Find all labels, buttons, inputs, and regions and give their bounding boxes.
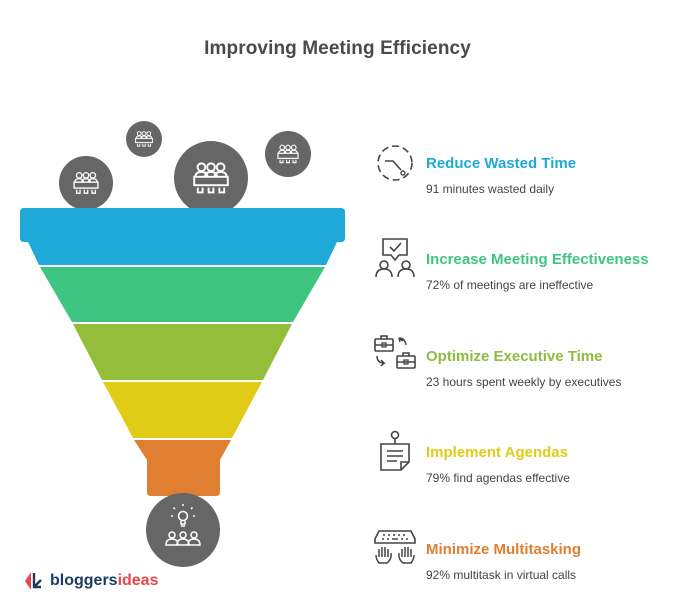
item-heading: Minimize Multitasking	[426, 541, 582, 558]
pinned-note-icon	[380, 430, 410, 471]
lightbulb-icon	[171, 504, 195, 527]
funnel-band-2	[40, 267, 325, 322]
meeting-circle-small-right	[265, 131, 311, 177]
item-description: 23 hours spent weekly by executives	[426, 375, 622, 389]
funnel-band-4	[103, 382, 262, 438]
page-title: Improving Meeting Efficiency	[204, 38, 471, 59]
meeting-circle-small-left	[59, 156, 113, 210]
item-minimize-multitasking: Minimize Multitasking 92% multitask in v…	[373, 527, 673, 587]
briefcase-swap-icon	[374, 335, 416, 369]
funnel-rim	[20, 208, 345, 242]
meeting-circle-large	[174, 141, 248, 215]
funnel-band-3	[73, 324, 292, 380]
item-description: 79% find agendas effective	[426, 471, 570, 485]
item-heading: Increase Meeting Effectiveness	[426, 251, 649, 268]
discussion-check-icon	[375, 238, 415, 278]
item-increase-meeting-effectiveness: Increase Meeting Effectiveness 72% of me…	[373, 237, 673, 297]
item-heading: Reduce Wasted Time	[426, 155, 577, 172]
item-optimize-executive-time: Optimize Executive Time 23 hours spent w…	[373, 334, 673, 394]
keyboard-hands-icon	[374, 530, 416, 564]
clock-icon	[377, 145, 413, 181]
item-implement-agendas: Implement Agendas 79% find agendas effec…	[373, 430, 673, 490]
item-description: 91 minutes wasted daily	[426, 182, 555, 196]
team-icon	[165, 531, 201, 546]
logo-text-part1: bloggers	[50, 572, 118, 589]
idea-team-circle	[146, 493, 220, 567]
funnel-band-5	[134, 440, 231, 496]
logo-mark-icon	[25, 572, 42, 590]
item-description: 72% of meetings are ineffective	[426, 278, 594, 292]
item-reduce-wasted-time: Reduce Wasted Time 91 minutes wasted dai…	[373, 141, 673, 201]
item-description: 92% multitask in virtual calls	[426, 568, 577, 582]
logo-text-part2: ideas	[117, 572, 159, 589]
item-heading: Optimize Executive Time	[426, 348, 603, 365]
meeting-circle-tiny	[126, 121, 162, 157]
item-heading: Implement Agendas	[426, 444, 568, 461]
funnel-band-1	[28, 242, 337, 265]
